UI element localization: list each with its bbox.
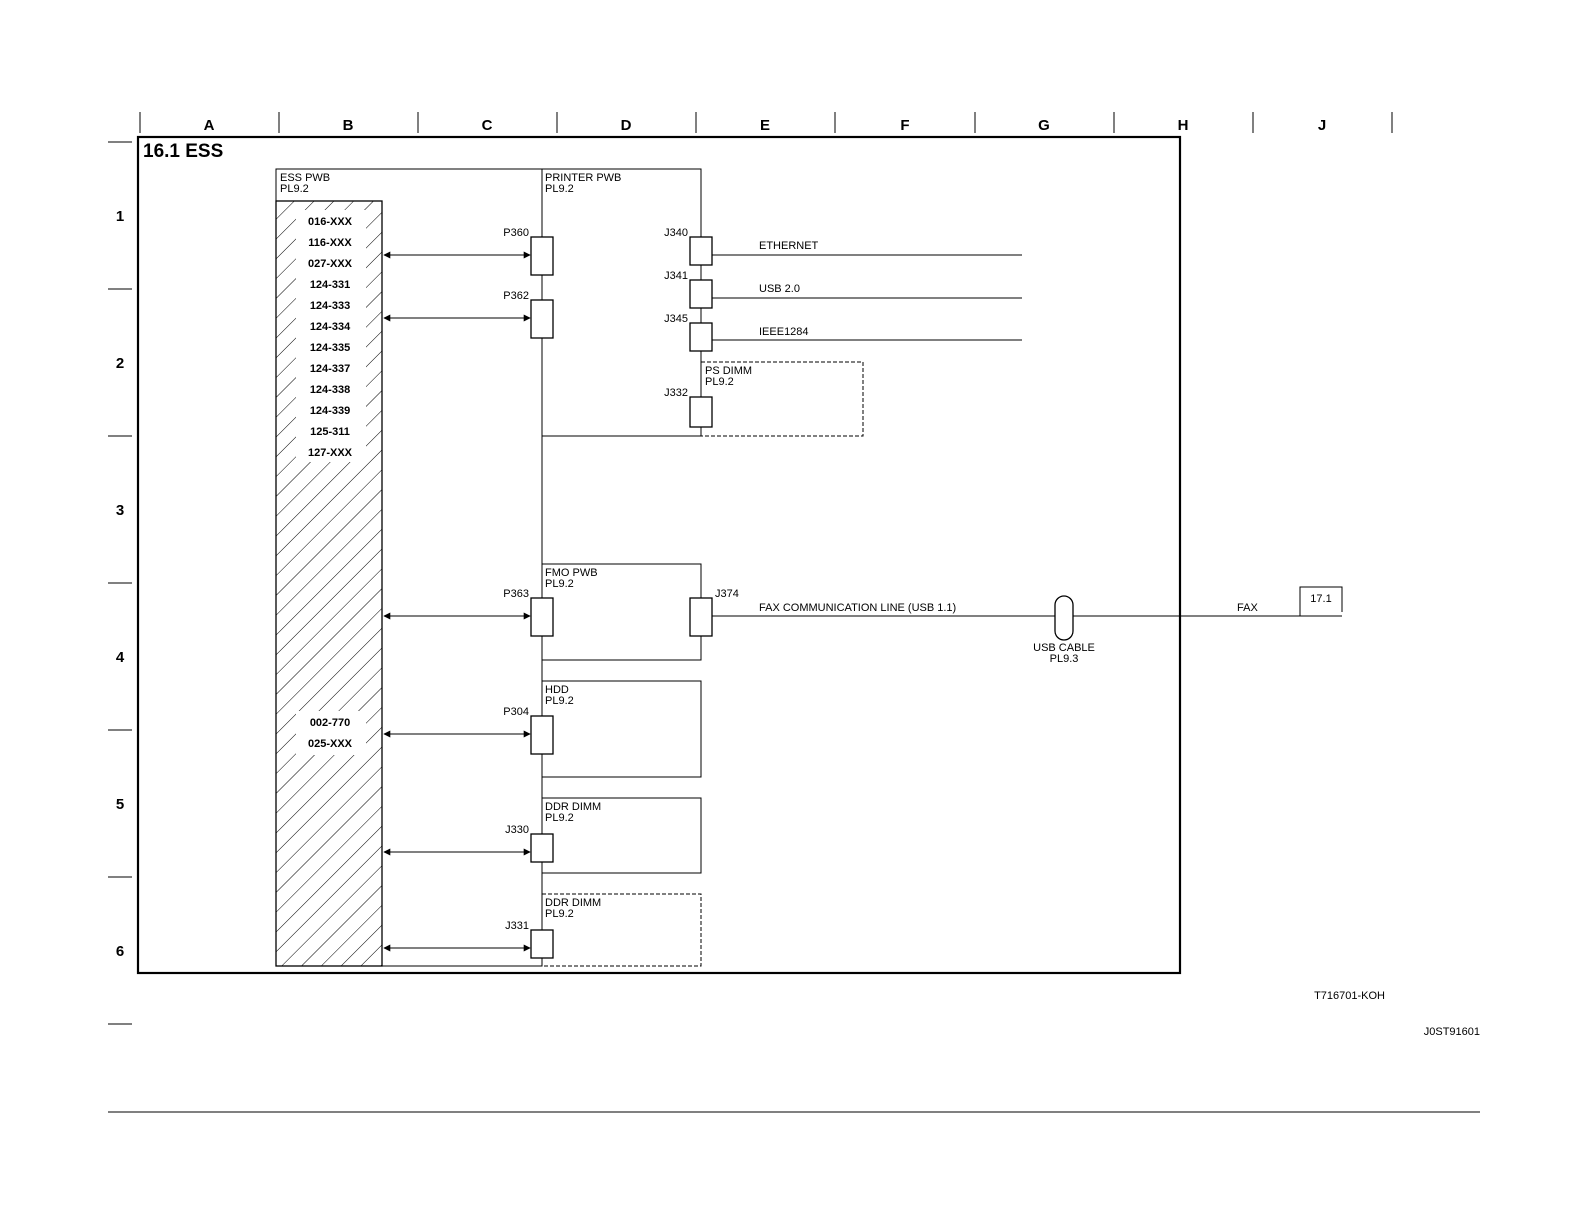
column-label-f: F [900, 117, 909, 134]
ddr-dimm-1-ref: PL9.2 [545, 812, 574, 824]
fault-code: 124-337 [310, 363, 350, 375]
svg-text:P362: P362 [503, 290, 529, 302]
ps-dimm: J332 PS DIMM PL9.2 [664, 361, 864, 437]
fax-label: FAX [1237, 602, 1258, 614]
ess-pwb-ref: PL9.2 [280, 183, 309, 195]
connector-j345: J345 IEEE1284 [664, 313, 1022, 352]
ddr-dimm-2-name: DDR DIMM [545, 897, 601, 909]
fault-code: 124-333 [310, 300, 350, 312]
printer-pwb-ref: PL9.2 [545, 183, 574, 195]
row-label-5: 5 [116, 796, 124, 813]
column-label-c: C [482, 117, 493, 134]
svg-text:J331: J331 [505, 920, 529, 932]
connector-p360: P360 [383, 227, 554, 276]
connector-j340: J340 ETHERNET [664, 227, 1022, 266]
connector-j374: J374 [715, 588, 739, 600]
fault-code: 124-339 [310, 405, 350, 417]
diagram-frame [136, 135, 1182, 975]
ddr-dimm-2-ref: PL9.2 [545, 908, 574, 920]
connector-p362: P362 [383, 290, 554, 339]
ethernet-label: ETHERNET [759, 240, 819, 252]
column-label-a: A [204, 117, 215, 134]
ps-dimm-ref: PL9.2 [705, 376, 734, 388]
row-label-4: 4 [116, 649, 125, 666]
fmo-pwb-name: FMO PWB [545, 567, 598, 579]
fault-code: 125-311 [310, 426, 350, 438]
row-label-6: 6 [116, 943, 124, 960]
column-label-d: D [621, 117, 632, 134]
hdd-ref: PL9.2 [545, 695, 574, 707]
column-grid: A B C D E F G H J [139, 112, 1393, 134]
row-label-1: 1 [116, 208, 124, 225]
connector-j341: J341 USB 2.0 [664, 270, 1022, 309]
fault-code: 124-334 [310, 321, 351, 333]
column-label-h: H [1178, 117, 1189, 134]
fault-code: 124-331 [310, 279, 350, 291]
column-label-b: B [343, 117, 354, 134]
fault-code-panel-top [296, 210, 366, 462]
fault-code-list-top: 016-XXX 116-XXX 027-XXX 124-331 124-333 … [308, 216, 353, 459]
usb-cable-name: USB CABLE [1033, 642, 1095, 654]
ddr-dimm-1: DDR DIMM PL9.2 [542, 797, 702, 874]
drawing-id: T716701-KOH [1314, 990, 1385, 1002]
fault-code: 027-XXX [308, 258, 353, 270]
fax-reference-tag: 17.1 [1310, 593, 1331, 605]
printer-pwb-name: PRINTER PWB [545, 172, 621, 184]
fault-code: 016-XXX [308, 216, 353, 228]
svg-text:J330: J330 [505, 824, 529, 836]
fault-code: 116-XXX [308, 237, 352, 249]
ess-pwb-name: ESS PWB [280, 172, 330, 184]
svg-text:P304: P304 [503, 706, 529, 718]
fault-code-panel-bottom [296, 711, 366, 755]
row-grid: 1 2 3 4 5 6 [108, 141, 132, 1025]
connector-p304: P304 [383, 706, 554, 755]
fmo-pwb: FMO PWB PL9.2 J374 [542, 563, 739, 661]
connector-j330: J330 [383, 824, 554, 863]
connector-j331: J331 [383, 920, 554, 959]
svg-text:J332: J332 [664, 387, 688, 399]
fault-code: 025-XXX [308, 738, 353, 750]
fmo-pwb-ref: PL9.2 [545, 578, 574, 590]
ieee-label: IEEE1284 [759, 326, 809, 338]
svg-text:J340: J340 [664, 227, 688, 239]
hdd-name: HDD [545, 684, 569, 696]
column-label-e: E [760, 117, 770, 134]
row-label-3: 3 [116, 502, 124, 519]
usb-cable-symbol [1054, 595, 1074, 641]
ddr-dimm-2: DDR DIMM PL9.2 [542, 893, 702, 967]
ddr-dimm-1-name: DDR DIMM [545, 801, 601, 813]
fax-line-label: FAX COMMUNICATION LINE (USB 1.1) [759, 602, 956, 614]
usb-label: USB 2.0 [759, 283, 800, 295]
usb-cable-ref: PL9.3 [1050, 653, 1079, 665]
diagram-title: 16.1 ESS [143, 141, 223, 162]
svg-text:P360: P360 [503, 227, 529, 239]
fault-code: 124-338 [310, 384, 350, 396]
fault-code-list-bottom: 002-770 025-XXX [308, 717, 353, 750]
fault-code: 002-770 [310, 717, 350, 729]
svg-text:P363: P363 [503, 588, 529, 600]
fault-code: 127-XXX [308, 447, 353, 459]
svg-text:J345: J345 [664, 313, 688, 325]
fax-communication-line: FAX COMMUNICATION LINE (USB 1.1) USB CAB… [712, 586, 1343, 665]
sheet-id: J0ST91601 [1424, 1026, 1480, 1038]
column-label-g: G [1038, 117, 1050, 134]
connector-p363: P363 [383, 588, 554, 637]
ps-dimm-name: PS DIMM [705, 365, 752, 377]
fault-code: 124-335 [310, 342, 350, 354]
column-label-j: J [1318, 117, 1326, 134]
svg-text:J341: J341 [664, 270, 688, 282]
row-label-2: 2 [116, 355, 124, 372]
hdd: HDD PL9.2 [542, 680, 702, 778]
